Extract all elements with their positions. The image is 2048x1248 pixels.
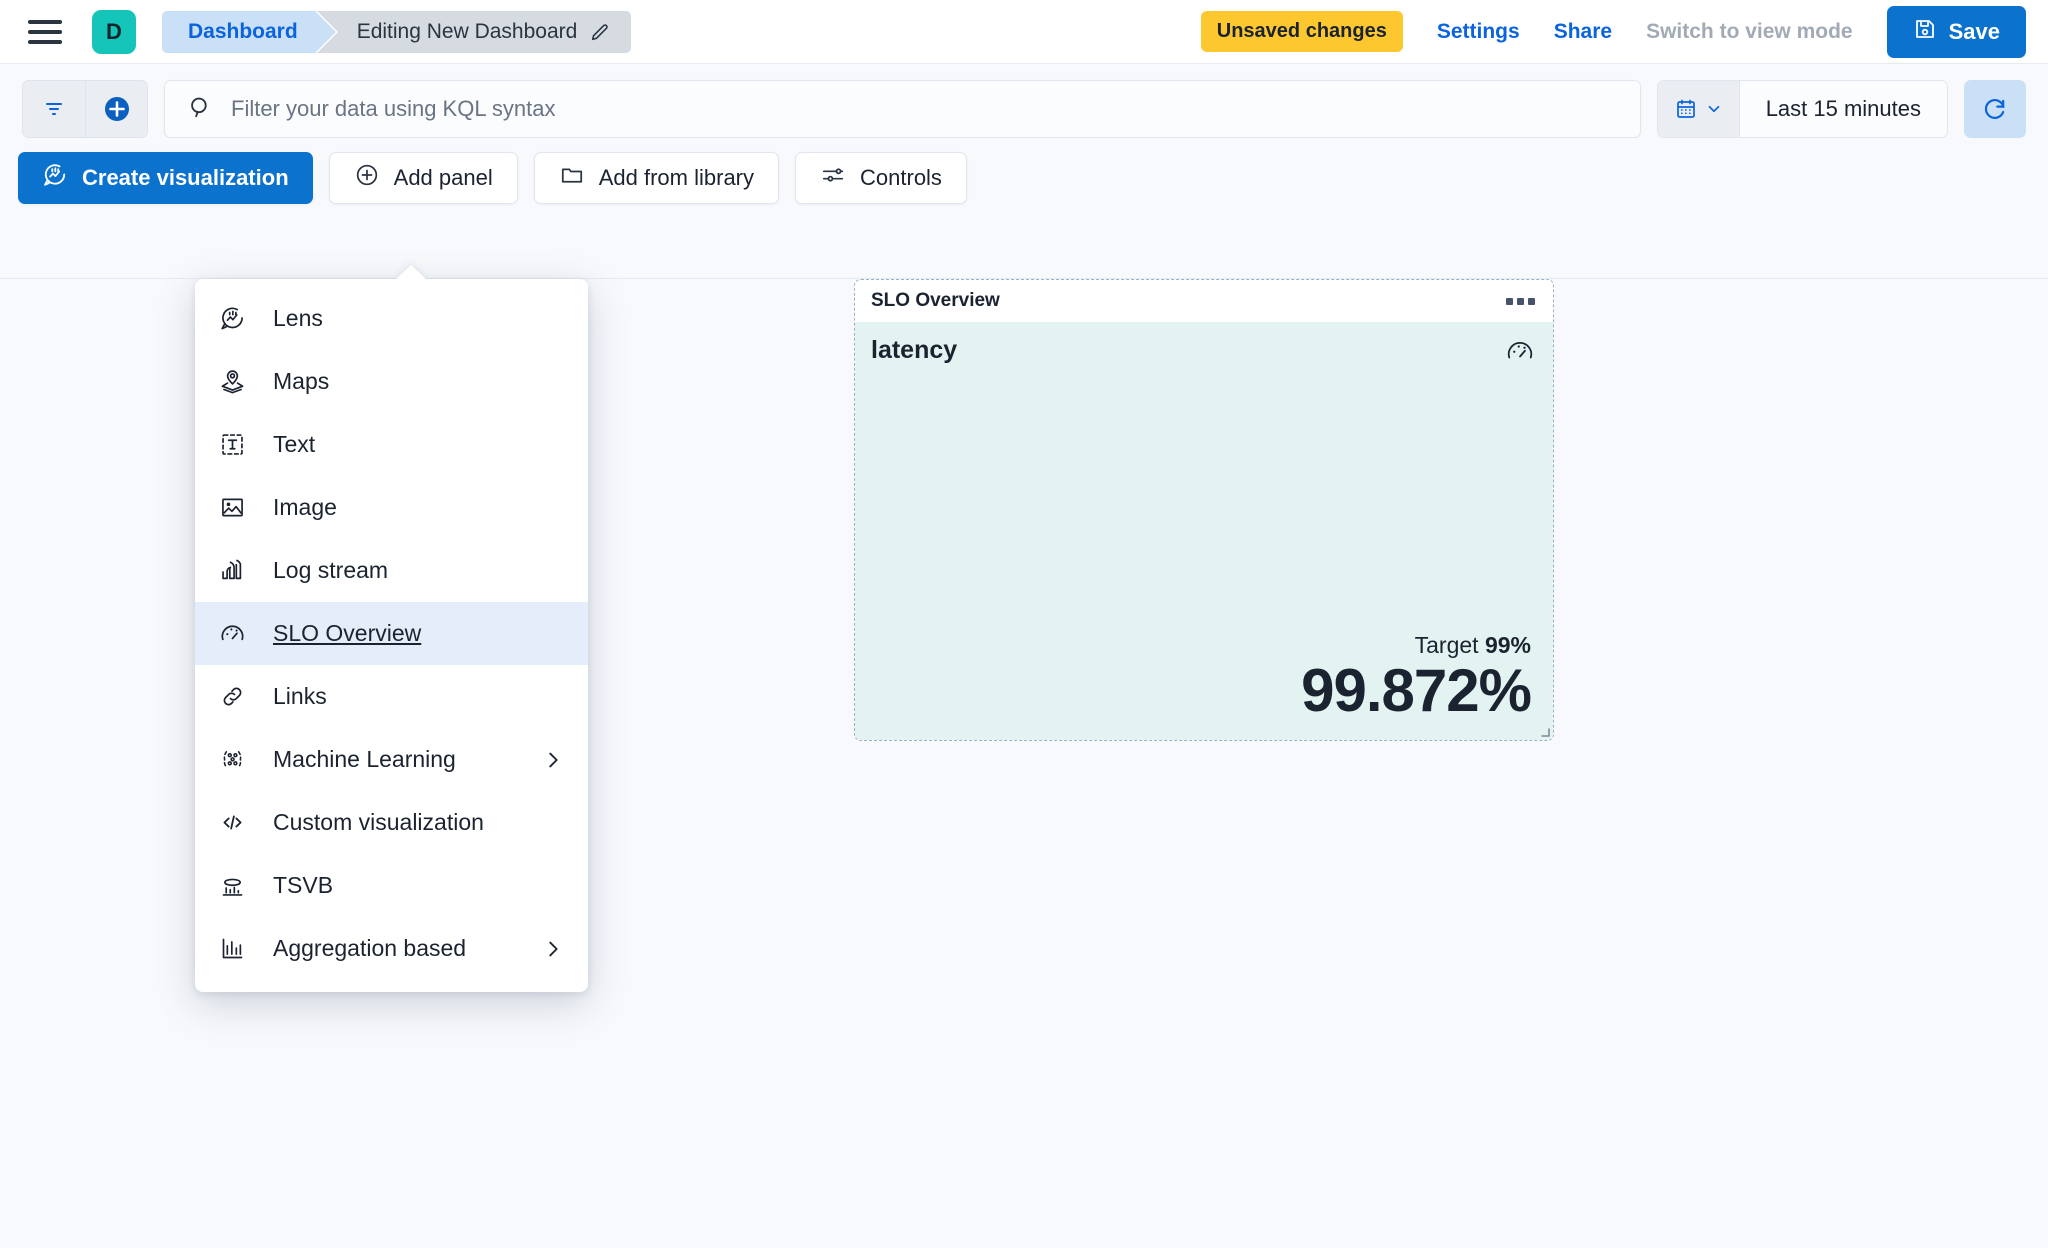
dashboard-canvas: Lens Maps Text xyxy=(0,265,2048,1248)
dot xyxy=(1506,297,1513,305)
menu-item-label: Maps xyxy=(273,368,330,394)
menu-item-links[interactable]: Links xyxy=(195,665,588,728)
panel-resize-handle[interactable] xyxy=(1536,723,1550,737)
lens-icon xyxy=(217,305,247,332)
dot xyxy=(1528,297,1535,305)
query-bar: Last 15 minutes xyxy=(0,64,2048,138)
menu-item-lens[interactable]: Lens xyxy=(195,287,588,350)
tsvb-chart-icon xyxy=(217,872,247,899)
chevron-down-icon xyxy=(1708,105,1720,113)
hamburger-menu-icon[interactable] xyxy=(28,18,62,46)
date-range-value[interactable]: Last 15 minutes xyxy=(1765,96,1921,121)
create-visualization-label: Create visualization xyxy=(82,165,289,190)
controls-button[interactable]: Controls xyxy=(795,152,967,204)
unsaved-changes-badge[interactable]: Unsaved changes xyxy=(1200,11,1403,52)
slo-target-row: Target 99% xyxy=(871,632,1531,659)
panel-context-menu-icon[interactable] xyxy=(1504,292,1537,311)
menu-item-image[interactable]: Image xyxy=(195,476,588,539)
menu-item-label: Image xyxy=(273,494,337,520)
dashboard-edit-toolbar: Create visualization Add panel Add from … xyxy=(0,138,2048,220)
top-navigation-bar: D Dashboard Editing New Dashboard Unsave… xyxy=(0,0,2048,64)
breadcrumb-item-editing-new-dashboard[interactable]: Editing New Dashboard xyxy=(316,10,632,53)
pencil-icon[interactable] xyxy=(589,21,611,43)
menu-item-label: Log stream xyxy=(273,557,389,583)
menu-item-maps[interactable]: Maps xyxy=(195,350,588,413)
slo-sli-value: 99.872% xyxy=(1301,657,1532,724)
breadcrumb-label: Dashboard xyxy=(188,19,298,43)
aggregation-icon xyxy=(217,935,247,962)
chevron-right-icon xyxy=(542,749,564,771)
slo-panel-body: latency Target 99% 99.872% xyxy=(855,322,1553,740)
add-from-library-button[interactable]: Add from library xyxy=(533,152,780,204)
menu-item-slo-overview[interactable]: SLO Overview xyxy=(195,602,588,665)
menu-item-label: SLO Overview xyxy=(273,620,422,646)
menu-arrow xyxy=(395,265,427,280)
slo-target-value: 99% xyxy=(1484,632,1531,658)
gauge-icon xyxy=(1505,336,1535,371)
add-panel-menu: Lens Maps Text xyxy=(195,265,588,992)
search-input-wrapper[interactable] xyxy=(164,80,1641,138)
hamburger-bar xyxy=(28,19,62,24)
hamburger-bar xyxy=(28,29,62,34)
dot xyxy=(1517,297,1524,305)
top-nav-actions: Unsaved changes Settings Share Switch to… xyxy=(1200,5,2026,58)
save-button[interactable]: Save xyxy=(1886,5,2026,58)
menu-item-label: Aggregation based xyxy=(273,935,467,961)
save-button-label: Save xyxy=(1948,18,2000,44)
search-input[interactable] xyxy=(231,96,1618,122)
breadcrumb-label: Editing New Dashboard xyxy=(356,19,578,43)
folder-icon xyxy=(559,162,585,194)
add-panel-label: Add panel xyxy=(393,165,493,190)
add-from-library-label: Add from library xyxy=(598,165,755,190)
switch-to-view-mode-link[interactable]: Switch to view mode xyxy=(1646,19,1853,43)
menu-item-label: Links xyxy=(273,683,327,709)
image-icon xyxy=(217,494,247,521)
lens-icon xyxy=(42,162,68,194)
link-icon xyxy=(217,683,247,710)
chevron-right-icon xyxy=(542,938,564,960)
log-stream-icon xyxy=(217,557,247,584)
calendar-icon[interactable] xyxy=(1657,81,1740,137)
search-icon xyxy=(187,94,213,125)
menu-item-label: TSVB xyxy=(273,872,334,898)
menu-item-label: Text xyxy=(273,431,316,457)
panel-header: SLO Overview xyxy=(855,280,1553,322)
code-icon xyxy=(217,809,247,836)
filter-icon[interactable] xyxy=(23,81,85,137)
menu-item-label: Machine Learning xyxy=(273,746,456,772)
create-visualization-button[interactable]: Create visualization xyxy=(18,152,313,204)
menu-item-label: Custom visualization xyxy=(273,809,484,835)
slo-overview-panel[interactable]: SLO Overview latency Target xyxy=(854,279,1554,741)
slo-summary: Target 99% 99.872% xyxy=(871,632,1532,724)
save-disk-icon xyxy=(1913,17,1937,47)
hamburger-bar xyxy=(28,39,62,44)
slo-target-label: Target xyxy=(1414,632,1479,658)
menu-item-custom-visualization[interactable]: Custom visualization xyxy=(195,791,588,854)
add-filter-plus-icon[interactable] xyxy=(85,81,147,137)
panel-title: SLO Overview xyxy=(871,290,1000,311)
breadcrumb: Dashboard Editing New Dashboard xyxy=(162,10,632,53)
controls-sliders-icon xyxy=(820,162,846,194)
space-avatar[interactable]: D xyxy=(92,9,136,54)
add-panel-button[interactable]: Add panel xyxy=(328,152,518,204)
text-icon xyxy=(217,431,247,458)
machine-learning-icon xyxy=(217,746,247,773)
filter-button-group xyxy=(22,80,148,138)
plus-circle-icon xyxy=(354,162,380,194)
menu-item-tsvb[interactable]: TSVB xyxy=(195,854,588,917)
menu-item-label: Lens xyxy=(273,305,323,331)
menu-item-log-stream[interactable]: Log stream xyxy=(195,539,588,602)
breadcrumb-item-dashboard[interactable]: Dashboard xyxy=(162,10,336,53)
controls-label: Controls xyxy=(860,165,942,190)
slo-metric-name: latency xyxy=(871,336,958,364)
menu-item-machine-learning[interactable]: Machine Learning xyxy=(195,728,588,791)
refresh-icon[interactable] xyxy=(1964,80,2026,138)
share-link[interactable]: Share xyxy=(1553,19,1613,43)
settings-link[interactable]: Settings xyxy=(1436,19,1520,43)
gauge-icon xyxy=(217,620,247,647)
maps-icon xyxy=(217,368,247,395)
date-picker-group: Last 15 minutes xyxy=(1656,80,1948,138)
menu-item-aggregation-based[interactable]: Aggregation based xyxy=(195,917,588,980)
menu-item-text[interactable]: Text xyxy=(195,413,588,476)
